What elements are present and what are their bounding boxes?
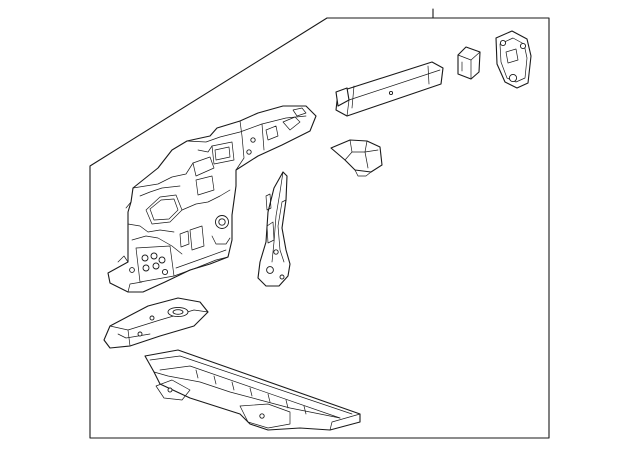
- lower-crossmember: [144, 349, 361, 431]
- lower-extension-panel: [103, 297, 209, 349]
- rail-bracket: [330, 139, 383, 177]
- upper-rail-extension: [335, 61, 444, 117]
- front-side-member-assembly: [107, 105, 317, 293]
- mounting-plate: [495, 30, 532, 89]
- assembly-frame: [89, 8, 550, 439]
- small-spacer-block: [457, 46, 481, 80]
- reinforcement-brace: [257, 171, 291, 287]
